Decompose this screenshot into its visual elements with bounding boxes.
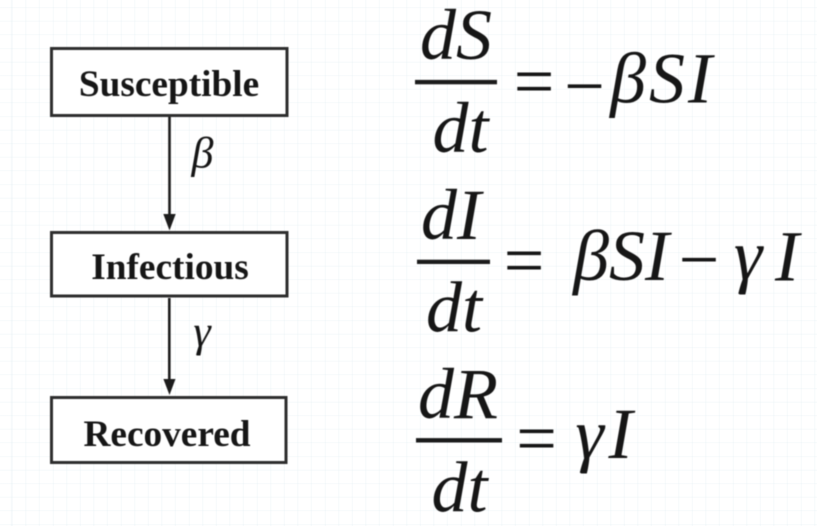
svg-text:I: I	[608, 394, 636, 474]
svg-text:dI: dI	[421, 175, 484, 255]
svg-text:γ: γ	[734, 215, 764, 295]
svg-text:−: −	[564, 46, 605, 126]
svg-text:βSI: βSI	[571, 216, 672, 296]
svg-text:βSI: βSI	[608, 39, 715, 119]
svg-text:=: =	[504, 221, 545, 301]
svg-text:Infectious: Infectious	[91, 247, 248, 288]
svg-text:γ: γ	[575, 394, 605, 474]
svg-text:=: =	[516, 399, 557, 479]
svg-text:dS: dS	[420, 0, 492, 75]
svg-text:Susceptible: Susceptible	[79, 64, 259, 105]
svg-text:dt: dt	[431, 448, 489, 526]
svg-text:I: I	[774, 217, 802, 297]
svg-text:Recovered: Recovered	[83, 414, 250, 455]
svg-text:=: =	[514, 42, 555, 122]
svg-text:dt: dt	[432, 88, 490, 168]
svg-text:dR: dR	[418, 354, 498, 434]
svg-text:β: β	[191, 129, 214, 178]
svg-text:−: −	[679, 220, 720, 300]
svg-text:dt: dt	[426, 268, 484, 348]
svg-text:γ: γ	[193, 307, 212, 356]
